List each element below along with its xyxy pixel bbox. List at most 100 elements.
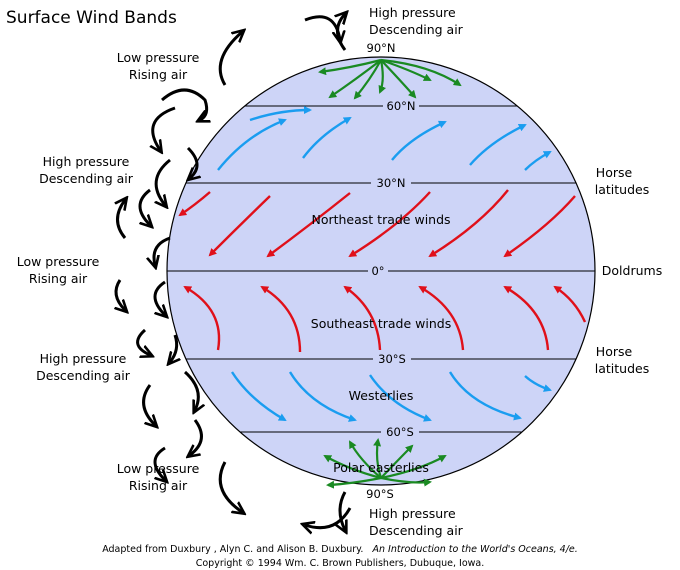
se-trade-arrows [183, 285, 587, 353]
arrow-westerly [391, 120, 447, 161]
arrow-westerly [217, 118, 287, 171]
arrow-westerly [288, 371, 357, 422]
arrow-trade [208, 195, 271, 257]
lat-label-90n: 90°N [367, 41, 396, 55]
top-high-line2: Descending air [369, 22, 464, 37]
arrow-cell [190, 419, 203, 455]
arrow-polar [373, 438, 383, 479]
label-polar-easterlies: Polar easterlies [333, 460, 429, 475]
arrow-polar [349, 440, 382, 479]
arrow-polar [380, 58, 432, 81]
lat-label-eq: 0° [371, 264, 384, 278]
horse-n-line2: latitudes [595, 182, 649, 197]
label-westerlies: Westerlies [349, 388, 414, 403]
arrow-polar [318, 58, 382, 76]
arrow-cell [153, 106, 176, 150]
lat-label-30n: 30°N [377, 176, 406, 190]
lat-label-60s: 60°S [386, 425, 414, 439]
arrow-cell [153, 280, 165, 315]
credit: Adapted from Duxbury , Alyn C. and Aliso… [102, 544, 578, 569]
label-se-trades: Southeast trade winds [311, 316, 451, 331]
arrow-trade [343, 285, 382, 351]
arrow-cell [154, 236, 171, 265]
diagram-title: Surface Wind Bands [6, 8, 177, 28]
polar-easterlies-south-arrows [323, 438, 447, 489]
arrow-cell [161, 88, 207, 120]
arrow-cell [170, 334, 177, 362]
horse-n-line1: Horse [596, 165, 633, 180]
arrow-polar [323, 455, 382, 480]
arrow-cell [304, 15, 340, 40]
arrow-trade [418, 285, 465, 351]
westerlies-south-arrows [230, 371, 552, 422]
doldrums-label: Doldrums [602, 263, 662, 278]
arrow-westerly [524, 150, 552, 171]
arrow-cell [183, 370, 198, 410]
bottom-high-line1: High pressure [369, 506, 456, 521]
lat-label-30s: 30°S [378, 352, 406, 366]
arrow-polar [328, 59, 382, 99]
arrow-cell [340, 491, 345, 530]
arrow-polar [326, 476, 382, 489]
ne-trade-arrows [178, 189, 576, 258]
arrow-cell [305, 507, 352, 528]
arrow-polar [380, 455, 447, 480]
bottom-high-line2: Descending air [369, 523, 464, 538]
convection-cell-arrows [116, 14, 352, 530]
high-s-line2: Descending air [36, 368, 131, 383]
pressure-labels: High pressure Descending air Low pressur… [17, 5, 464, 538]
arrow-westerly [448, 371, 522, 421]
eq-low-line2: Rising air [29, 271, 88, 286]
arrow-cell [118, 200, 126, 239]
arrow-westerly [469, 123, 527, 166]
arrow-westerly [249, 106, 312, 122]
arrow-polar [378, 59, 386, 94]
polar-easterlies-north-arrows [318, 58, 462, 100]
credit-line2: Copyright © 1994 Wm. C. Brown Publishers… [196, 558, 485, 569]
arrow-cell [156, 158, 171, 205]
arrow-polar [380, 58, 462, 87]
arrow-cell [188, 146, 197, 178]
arrow-westerly [302, 116, 352, 159]
arrow-cell [218, 32, 242, 86]
arrow-westerly [369, 374, 432, 422]
arrow-westerly [230, 371, 287, 422]
arrow-cell [138, 188, 150, 225]
top-high-line1: High pressure [369, 5, 456, 20]
arrow-polar [380, 444, 414, 479]
arrow-polar [380, 476, 432, 487]
arrow-cell [116, 279, 125, 310]
eq-low-line1: Low pressure [17, 254, 100, 269]
arrow-polar [353, 59, 382, 100]
arrow-cell [153, 446, 165, 480]
high-n-line1: High pressure [43, 154, 130, 169]
arrow-trade [260, 285, 302, 353]
low-n-line1: Low pressure [117, 50, 200, 65]
arrow-trade [183, 285, 221, 351]
arrow-trade [503, 195, 576, 258]
high-n-line2: Descending air [39, 171, 134, 186]
arrow-trade [266, 192, 351, 258]
zone-labels: Horse latitudes Doldrums Horse latitudes [595, 165, 662, 376]
latitude-labels: 90°N 60°N 30°N 0° 30°S 60°S 90°S [362, 41, 419, 501]
lat-label-90s: 90°S [366, 487, 394, 501]
arrow-cell [142, 384, 155, 425]
lat-label-60n: 60°N [387, 99, 416, 113]
horse-s-line1: Horse [596, 344, 633, 359]
wind-labels: Northeast trade winds Southeast trade wi… [311, 212, 451, 475]
credit-line1: Adapted from Duxbury , Alyn C. and Aliso… [102, 544, 578, 555]
high-s-line1: High pressure [40, 351, 127, 366]
arrow-polar [380, 59, 417, 99]
arrow-cell [218, 461, 242, 512]
horse-s-line2: latitudes [595, 361, 649, 376]
arrow-trade [428, 189, 509, 258]
arrow-trade [178, 191, 211, 217]
credit-line1-prefix: Adapted from Duxbury , Alyn C. and Aliso… [102, 544, 363, 555]
credit-line1-book: An Introduction to the World's Oceans, 4… [371, 544, 577, 555]
westerlies-north-arrows [217, 106, 552, 171]
low-s-line2: Rising air [129, 478, 188, 493]
arrow-trade [553, 285, 587, 323]
label-ne-trades: Northeast trade winds [311, 212, 450, 227]
arrow-trade [348, 191, 431, 258]
